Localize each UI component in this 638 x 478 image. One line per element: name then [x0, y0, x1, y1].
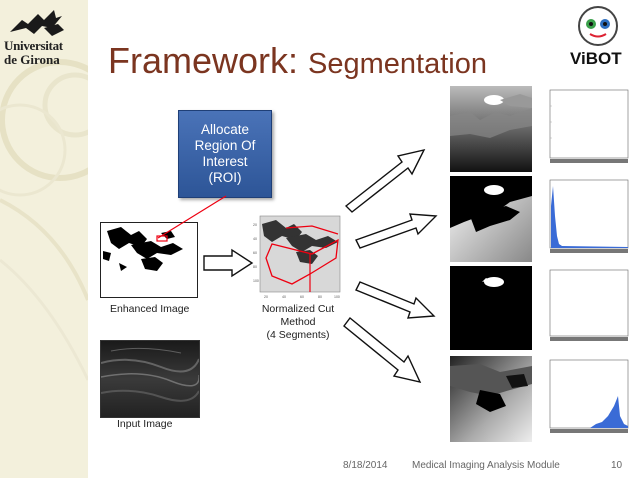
footer-page-number: 10 — [611, 460, 623, 471]
footer-module: Medical Imaging Analysis Module — [412, 460, 560, 471]
svg-text:100: 100 — [334, 295, 340, 299]
roi-line4: (ROI) — [208, 170, 242, 185]
histogram-1 — [540, 86, 632, 172]
input-image — [100, 340, 200, 418]
segment-image-2-content — [450, 176, 532, 262]
svg-text:100: 100 — [253, 279, 259, 283]
slide-title: Framework: Segmentation — [108, 40, 487, 82]
histogram-2 — [540, 176, 632, 262]
decorative-circles — [0, 59, 88, 381]
svg-text:60: 60 — [253, 251, 257, 255]
roi-connector-line — [157, 195, 227, 239]
enhanced-image-caption: Enhanced Image — [110, 303, 190, 315]
svg-text:20: 20 — [264, 295, 268, 299]
segment-image-1 — [450, 86, 532, 172]
normalized-cut-image: 20 40 60 80 100 20 40 60 80 100 — [252, 214, 344, 300]
svg-text:40: 40 — [282, 295, 286, 299]
segment-image-1-content — [450, 86, 532, 172]
roi-line3: Interest — [202, 154, 248, 169]
bird-emblem-icon — [10, 10, 64, 36]
histogram-1-content — [549, 89, 629, 163]
vibot-logo: ViBOT — [570, 6, 622, 68]
input-image-caption: Input Image — [117, 418, 173, 430]
arrow-to-ncut-icon — [203, 248, 254, 278]
normalized-cut-caption: Normalized Cut Method (4 Segments) — [250, 303, 346, 342]
arrow-to-segment-4-icon — [343, 316, 422, 384]
segment-image-2 — [450, 176, 532, 262]
svg-text:40: 40 — [253, 237, 257, 241]
left-decorative-band — [0, 0, 88, 478]
input-image-content — [101, 341, 199, 417]
svg-text:60: 60 — [300, 295, 304, 299]
ncut-caption-line1: Normalized Cut — [261, 303, 335, 315]
ncut-caption-line3: (4 Segments) — [266, 329, 330, 341]
enhanced-image-content — [101, 223, 197, 297]
histogram-3 — [540, 266, 632, 350]
svg-text:80: 80 — [253, 265, 257, 269]
title-sub: Segmentation — [308, 48, 488, 80]
histogram-4 — [540, 356, 632, 442]
histogram-2-content — [549, 179, 629, 253]
roi-callout: Allocate Region Of Interest (ROI) — [178, 110, 272, 198]
arrow-to-segment-2-icon — [355, 213, 438, 249]
vibot-wordmark: ViBOT — [570, 49, 622, 68]
university-name-line1: Universitat — [4, 38, 63, 53]
ncut-caption-line2: Method — [280, 316, 316, 328]
segment-image-3-content — [450, 266, 532, 350]
arrow-to-segment-1-icon — [344, 148, 426, 213]
normalized-cut-content: 20 40 60 80 100 20 40 60 80 100 — [253, 215, 341, 299]
roi-line2: Region Of — [194, 138, 256, 153]
university-name-line2: de Girona — [4, 52, 60, 67]
enhanced-image — [100, 222, 198, 298]
svg-text:80: 80 — [318, 295, 322, 299]
footer-date: 8/18/2014 — [343, 460, 388, 471]
roi-line1: Allocate — [200, 122, 249, 137]
svg-text:20: 20 — [253, 223, 257, 227]
histogram-3-content — [549, 269, 629, 341]
segment-image-3 — [450, 266, 532, 350]
arrow-to-segment-3-icon — [355, 281, 436, 319]
segment-image-4 — [450, 356, 532, 442]
title-main: Framework: — [108, 40, 299, 81]
histogram-4-content — [549, 359, 629, 433]
segment-image-4-content — [450, 356, 532, 442]
